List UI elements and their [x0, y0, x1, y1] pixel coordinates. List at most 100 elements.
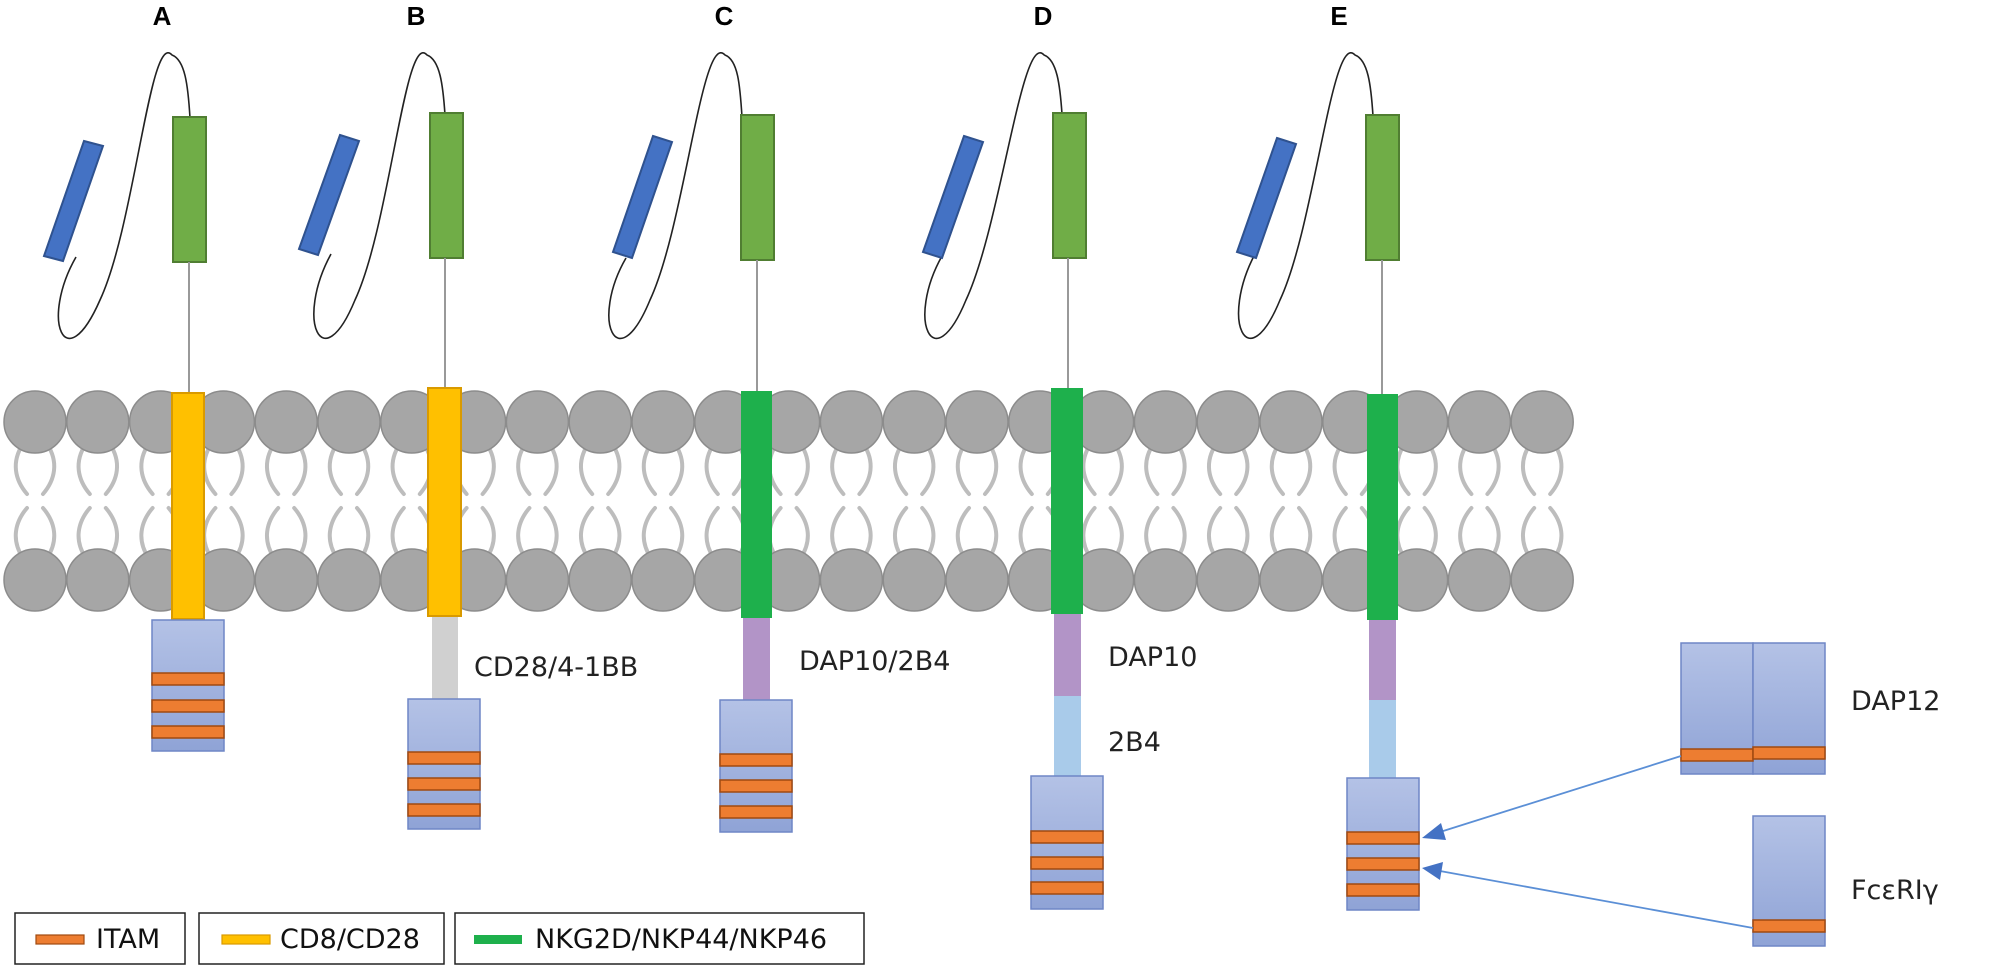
legend-item-itam: ITAM [14, 912, 186, 965]
lipid-tails [13, 442, 1564, 560]
legend-label-cd8-cd28: CD8/CD28 [280, 924, 420, 955]
lipid-heads [3, 390, 1574, 612]
lipid-head [1447, 548, 1512, 612]
itam [407, 751, 481, 765]
lipid-head [945, 548, 1009, 612]
itam [1346, 857, 1420, 871]
transmembrane-a [171, 392, 205, 620]
car-construct-d: DAP10 2B4 [921, 52, 1197, 910]
vl-domain-d [921, 134, 985, 260]
lipid-head [568, 390, 632, 454]
itam [407, 803, 481, 817]
panel-letter-d: D [1034, 1, 1053, 31]
lipid-head [819, 548, 884, 612]
itam [1030, 830, 1104, 844]
transmembrane-c [741, 391, 772, 618]
vh-domain-b [429, 112, 464, 259]
linker-d [924, 52, 1063, 339]
vl-domain-b [297, 133, 361, 257]
signaling-domain-a [151, 619, 225, 752]
panel-letter-a: A [153, 1, 172, 31]
linker-b [313, 52, 446, 339]
dap10-label-d: DAP10 [1108, 642, 1197, 673]
vh-domain-a [172, 116, 207, 263]
dap12-label: DAP12 [1851, 686, 1940, 717]
costimulatory-domain-b [432, 617, 458, 699]
dap12-arrowhead [1422, 823, 1446, 840]
car-construct-e: DAP12 FcεRIγ [1235, 52, 1940, 947]
signaling-domain-e [1346, 777, 1420, 911]
vl-domain-c [611, 134, 674, 260]
vh-domain-c [740, 114, 775, 261]
itam [1030, 856, 1104, 870]
lipid-head [568, 548, 632, 612]
lipid-head [66, 548, 130, 612]
vl-domain-a [42, 139, 105, 263]
vh-domain-d [1052, 112, 1087, 259]
fceri-gamma-domain [1752, 815, 1826, 947]
lipid-head [1447, 390, 1512, 454]
lipid-head [945, 390, 1009, 454]
itam [151, 672, 225, 686]
itam [1752, 746, 1826, 760]
2b4-domain-d [1054, 696, 1081, 776]
itam [1030, 881, 1104, 895]
fceri-gamma-arrowhead [1422, 862, 1443, 880]
legend: ITAM CD8/CD28 NKG2D/NKP44/NKP46 [14, 912, 865, 965]
costim-label-b: CD28/4-1BB [474, 652, 638, 683]
itam [151, 725, 225, 739]
lipid-head [882, 390, 946, 454]
panel-letter-e: E [1330, 1, 1347, 31]
lipid-head [505, 548, 570, 612]
lipid-head [631, 390, 695, 454]
2b4-domain-e [1369, 700, 1396, 780]
fceri-gamma-label: FcεRIγ [1851, 875, 1939, 906]
legend-swatch-cd8-cd28 [221, 934, 271, 945]
itam [151, 699, 225, 713]
lipid-head [1259, 548, 1323, 612]
itam [1680, 748, 1754, 762]
signaling-domain-d [1030, 775, 1104, 910]
lipid-head [1510, 390, 1574, 454]
vh-domain-e [1365, 114, 1400, 261]
lipid-head [3, 390, 67, 454]
lipid-head [1133, 390, 1198, 454]
lipid-head [882, 548, 946, 612]
legend-swatch-itam [35, 934, 85, 945]
costim-label-c: DAP10/2B4 [799, 646, 950, 677]
legend-label-nk-receptors: NKG2D/NKP44/NKP46 [535, 924, 827, 955]
dap10-domain-e [1369, 620, 1396, 700]
car-construct-b: CD28/4-1BB [297, 52, 638, 830]
lipid-head [254, 548, 318, 612]
lipid-head [317, 548, 381, 612]
car-construct-c: DAP10/2B4 [608, 52, 950, 833]
lipid-head [505, 390, 570, 454]
lipid-head [317, 390, 381, 454]
lipid-head [1259, 390, 1323, 454]
2b4-label-d: 2B4 [1108, 727, 1161, 758]
dap10-2b4-domain-c [743, 618, 770, 700]
fceri-gamma-arrow [1439, 870, 1754, 929]
dap12-arrow [1439, 755, 1682, 833]
itam [1752, 919, 1826, 933]
lipid-head [1133, 548, 1198, 612]
itam [719, 779, 793, 793]
legend-item-cd8-cd28: CD8/CD28 [198, 912, 445, 965]
lipid-head [1510, 548, 1574, 612]
legend-label-itam: ITAM [96, 924, 160, 955]
lipid-head [66, 390, 130, 454]
linker-e [1237, 52, 1374, 339]
dap10-domain-d [1054, 614, 1081, 696]
signaling-domain-b [407, 698, 481, 830]
itam [719, 753, 793, 767]
linker-a [57, 52, 191, 340]
car-construct-a [42, 52, 225, 752]
itam [1346, 831, 1420, 845]
lipid-head [631, 548, 695, 612]
panel-letter-c: C [715, 1, 734, 31]
transmembrane-d [1051, 388, 1083, 614]
dap12-domain [1680, 642, 1826, 775]
itam [407, 777, 481, 791]
itam [719, 805, 793, 819]
